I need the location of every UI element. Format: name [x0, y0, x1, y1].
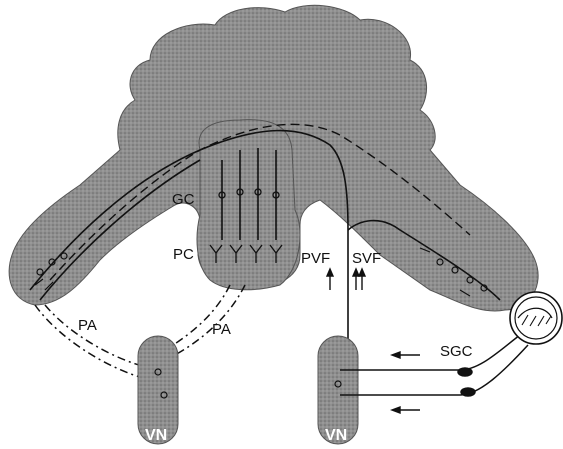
label-pa-right: PA: [212, 321, 231, 338]
label-vn-left: VN: [145, 427, 167, 444]
pa-tract-center-2: [175, 285, 245, 355]
pvf-svf-fibers: [327, 269, 365, 290]
label-pc: PC: [173, 246, 194, 263]
label-vn-right: VN: [325, 427, 347, 444]
vestibular-end-organ: [510, 292, 562, 344]
sgc-arrows: [392, 352, 420, 413]
label-gc: GC: [172, 191, 195, 208]
label-pvf: PVF: [301, 250, 330, 267]
label-sgc: SGC: [440, 343, 473, 360]
sgc-fibers: [340, 335, 528, 396]
label-pa-left: PA: [78, 317, 97, 334]
pa-tract-left-2: [45, 305, 150, 368]
label-svf: SVF: [352, 250, 381, 267]
